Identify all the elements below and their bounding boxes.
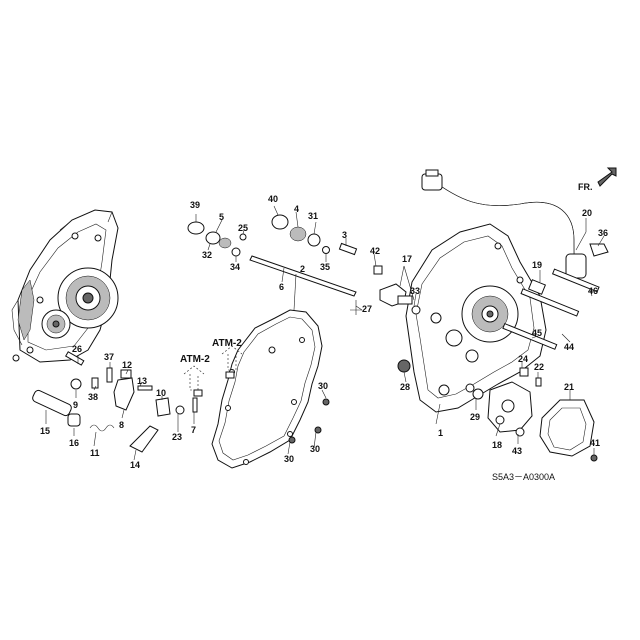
callout-36: 36	[598, 228, 608, 238]
transmission-housing	[11, 209, 119, 363]
callout-32: 32	[202, 250, 212, 260]
top-row-rings	[187, 214, 362, 315]
callout-42: 42	[370, 246, 380, 256]
callout-8: 8	[119, 420, 124, 430]
callout-41: 41	[590, 438, 600, 448]
callout-5: 5	[219, 212, 224, 222]
leader-lines	[45, 205, 605, 461]
callout-26: 26	[72, 344, 82, 354]
callout-2: 2	[300, 264, 305, 274]
side-cover	[405, 223, 547, 413]
callout-15: 15	[40, 426, 50, 436]
speed-sensor	[373, 265, 421, 315]
callout-25: 25	[238, 223, 248, 233]
callout-14: 14	[130, 460, 140, 470]
callout-40: 40	[268, 194, 278, 204]
callout-31: 31	[308, 211, 318, 221]
callout-4: 4	[294, 204, 299, 214]
callout-38: 38	[88, 392, 98, 402]
callout-17: 17	[402, 254, 412, 264]
callout-30-left: 30	[284, 454, 294, 464]
atm-markers	[183, 345, 243, 397]
case-gasket	[211, 309, 323, 469]
callout-28: 28	[400, 382, 410, 392]
callout-35: 35	[320, 262, 330, 272]
callout-19: 19	[532, 260, 542, 270]
cover-bolts	[502, 268, 600, 350]
callout-6: 6	[279, 282, 284, 292]
callout-33: 33	[410, 286, 420, 296]
callout-22: 22	[534, 362, 544, 372]
callout-12: 12	[122, 360, 132, 370]
callout-39: 39	[190, 200, 200, 210]
cover-small-parts	[397, 359, 542, 400]
atm-label-left: ATM-2	[180, 354, 210, 365]
callout-23: 23	[172, 432, 182, 442]
callout-21: 21	[564, 382, 574, 392]
callout-1: 1	[438, 428, 443, 438]
diagram-reference-code: S5A3－A0300A	[492, 472, 555, 482]
callout-7: 7	[191, 425, 196, 435]
callout-37: 37	[104, 352, 114, 362]
callout-43: 43	[512, 446, 522, 456]
callout-44: 44	[564, 342, 574, 352]
callout-11: 11	[90, 448, 100, 458]
left-small-parts	[32, 351, 198, 453]
callout-10: 10	[156, 388, 166, 398]
callout-34: 34	[230, 262, 240, 272]
atm-label-right: ATM-2	[212, 338, 242, 349]
callout-3: 3	[342, 230, 347, 240]
callout-46: 46	[588, 286, 598, 296]
callout-45: 45	[532, 328, 542, 338]
front-direction-label: FR.	[578, 182, 593, 192]
callout-27: 27	[362, 304, 372, 314]
callout-labels: 1 2 3 4 5 6 7 8 9 10 11 12 13 14 15 16 1…	[40, 194, 608, 470]
callout-24: 24	[518, 354, 528, 364]
valve-body-bracket	[487, 381, 533, 437]
callout-30-upper: 30	[318, 381, 328, 391]
callout-20: 20	[582, 208, 592, 218]
callout-16: 16	[69, 438, 79, 448]
front-direction-arrow	[597, 167, 617, 187]
callout-9: 9	[73, 400, 78, 410]
gasket-bolts	[288, 398, 330, 444]
callout-13: 13	[137, 376, 147, 386]
shift-shaft	[249, 255, 357, 297]
small-cover	[539, 399, 598, 462]
callout-18: 18	[492, 440, 502, 450]
callout-30-right: 30	[310, 444, 320, 454]
callout-29: 29	[470, 412, 480, 422]
